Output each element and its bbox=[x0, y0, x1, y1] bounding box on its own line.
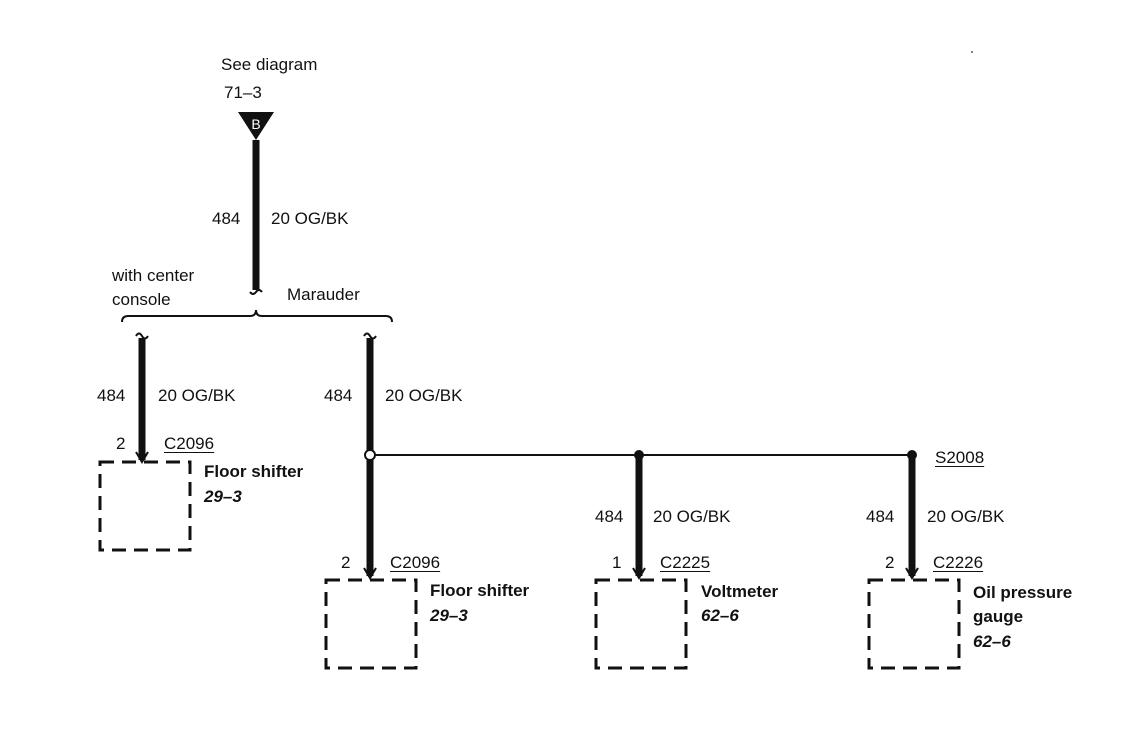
voltmeter-component-ref: 62–6 bbox=[701, 606, 739, 625]
variant-right-label: Marauder bbox=[287, 285, 360, 304]
voltmeter-box bbox=[594, 578, 688, 670]
splice-label: S2008 bbox=[935, 448, 985, 467]
left-wire-break bbox=[135, 332, 149, 340]
left-circuit-label: 484 bbox=[97, 386, 126, 405]
connector-b-triangle: B bbox=[238, 112, 274, 140]
right-gauge-label: 20 OG/BK bbox=[385, 386, 463, 405]
diagram-ref-label: 71–3 bbox=[224, 83, 262, 102]
floor-shifter-left-box bbox=[98, 460, 192, 552]
left-component-ref: 29–3 bbox=[204, 487, 242, 506]
main-circuit-label: 484 bbox=[212, 209, 241, 228]
see-diagram-label: See diagram bbox=[221, 55, 318, 74]
oil-pin-label: 2 bbox=[885, 553, 895, 572]
floor-shifter-right-box bbox=[324, 578, 418, 670]
voltmeter-connector-label: C2225 bbox=[660, 553, 711, 572]
voltmeter-circuit-label: 484 bbox=[595, 507, 624, 526]
left-pin-label: 2 bbox=[116, 434, 126, 453]
oil-gauge-label: 20 OG/BK bbox=[927, 507, 1005, 526]
left-pin-arrow bbox=[135, 451, 149, 464]
right-component-ref: 29–3 bbox=[430, 606, 468, 625]
oil-pressure-box bbox=[867, 578, 961, 670]
variant-left-line1: with center bbox=[112, 266, 195, 285]
left-component-name: Floor shifter bbox=[204, 462, 304, 481]
left-gauge-label: 20 OG/BK bbox=[158, 386, 236, 405]
oil-component-ref: 62–6 bbox=[973, 632, 1011, 651]
right-connector-label: C2096 bbox=[390, 553, 441, 572]
speck bbox=[971, 51, 973, 53]
main-wire-break bbox=[249, 289, 263, 295]
connector-b-letter: B bbox=[251, 116, 260, 132]
variant-left-line2: console bbox=[112, 290, 171, 309]
splice-node-left bbox=[364, 449, 376, 461]
oil-connector-label: C2226 bbox=[933, 553, 984, 572]
oil-component-name-line2: gauge bbox=[973, 607, 1024, 626]
voltmeter-component-name: Voltmeter bbox=[701, 582, 779, 601]
left-connector-label: C2096 bbox=[164, 434, 215, 453]
oil-circuit-label: 484 bbox=[866, 507, 895, 526]
main-gauge-label: 20 OG/BK bbox=[271, 209, 349, 228]
oil-component-name-line1: Oil pressure bbox=[973, 583, 1073, 602]
right-pin-label: 2 bbox=[341, 553, 351, 572]
voltmeter-gauge-label: 20 OG/BK bbox=[653, 507, 731, 526]
right-component-name: Floor shifter bbox=[430, 581, 530, 600]
right-circuit-label: 484 bbox=[324, 386, 353, 405]
right-wire-break bbox=[363, 332, 377, 340]
oil-pin-arrow bbox=[905, 567, 919, 580]
voltmeter-pin-arrow bbox=[632, 567, 646, 580]
variant-brace bbox=[121, 309, 393, 323]
right-pin-arrow bbox=[363, 567, 377, 580]
voltmeter-pin-label: 1 bbox=[612, 553, 622, 572]
